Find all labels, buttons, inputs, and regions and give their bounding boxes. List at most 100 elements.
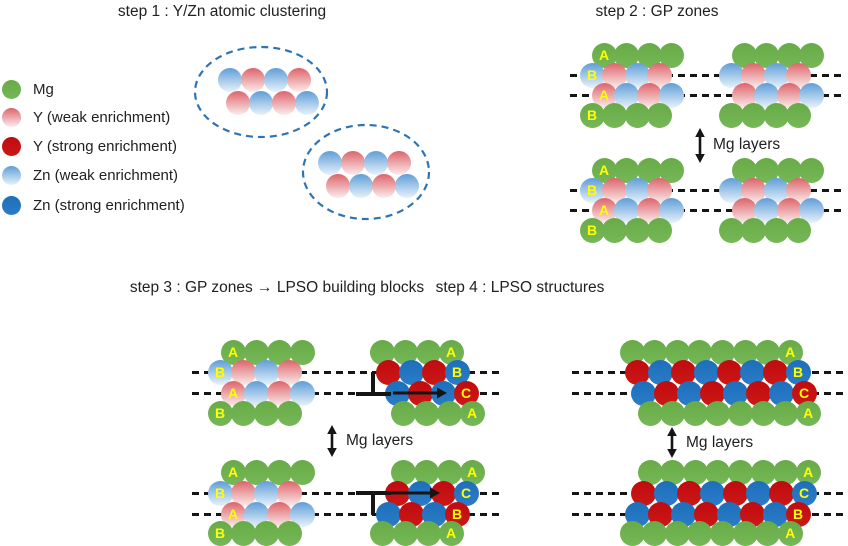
atom-circle-g (642, 520, 668, 546)
atom-circle-g (436, 459, 462, 485)
atom-circle-zs: C (453, 480, 479, 506)
atom-circle-yw (230, 359, 256, 385)
atom-circle-g (741, 102, 766, 128)
stacking-label: B (214, 405, 226, 421)
atom-circle-g (664, 520, 690, 546)
stacking-label: C (798, 385, 810, 401)
atom-circle-ys (670, 359, 696, 385)
atom-circle-g (602, 217, 627, 243)
atom-circle-zs (739, 359, 765, 385)
atom-circle-g (413, 459, 439, 485)
atom-circle-g (773, 459, 799, 485)
stacking-label: B (586, 182, 598, 198)
stacking-label: C (460, 485, 472, 501)
atom-circle-zw (249, 91, 273, 115)
atom-circle-zs (699, 480, 725, 506)
stacking-label: B (451, 506, 463, 522)
atom-circle-g (289, 459, 315, 485)
stacking-label: B (586, 67, 598, 83)
stacking-label: C (460, 385, 472, 401)
legend-swatch-zs (2, 196, 21, 215)
stacking-label: A (785, 525, 796, 541)
atom-circle-g (637, 459, 663, 485)
stacking-plane-dashed-line (570, 93, 843, 97)
atom-circle-yw (272, 91, 296, 115)
legend-swatch-ys (2, 137, 21, 156)
stacking-label: A (598, 202, 610, 218)
atom-circle-g: A (795, 400, 821, 426)
atom-circle-ys (375, 359, 401, 385)
step1-title: step 1 : Y/Zn atomic clustering (117, 3, 327, 20)
stacking-plane-dashed-line (570, 73, 843, 77)
atom-circle-zw (395, 174, 419, 198)
atom-circle-g: A (438, 520, 464, 546)
atom-circle-g: B (579, 102, 605, 128)
atom-circle-g (390, 459, 416, 485)
atom-circle-zs (647, 359, 673, 385)
stacking-label: A (803, 405, 814, 421)
atom-circle-yw (241, 68, 265, 92)
atom-circle-g: A (220, 459, 246, 485)
atom-circle-zw: B (579, 62, 605, 88)
atom-circle-g (763, 102, 789, 128)
dislocation-symbol-bar (356, 392, 391, 396)
atom-circle-g (709, 520, 735, 546)
atom-circle-ys (722, 480, 748, 506)
atom-circle-g (415, 520, 441, 546)
stacking-label: B (792, 364, 804, 380)
atom-circle-g (276, 520, 302, 546)
atom-circle-g (230, 520, 256, 546)
shear-arrow-icon (390, 487, 440, 499)
atom-circle-zs (653, 480, 679, 506)
atom-circle-zw (318, 151, 342, 175)
stacking-plane-dashed-line (192, 370, 503, 374)
cluster-ellipse (301, 123, 431, 221)
atom-circle-g: A (795, 459, 821, 485)
stacking-label: A (598, 162, 610, 178)
atom-circle-zw (264, 68, 288, 92)
atom-circle-zw (349, 174, 373, 198)
atom-circle-g (266, 459, 292, 485)
atom-circle-yw (387, 151, 411, 175)
atom-circle-g (243, 459, 269, 485)
atom-circle-g: A (777, 520, 803, 546)
atom-circle-zw (218, 68, 242, 92)
atom-circle-zs (693, 359, 719, 385)
atom-circle-zw (253, 359, 279, 385)
atom-circle-g (369, 520, 395, 546)
atom-circle-zs (745, 480, 771, 506)
atom-circle-g (602, 102, 627, 128)
atom-circle-ys (762, 359, 788, 385)
stacking-label: A (598, 47, 610, 63)
stacking-label: C (798, 485, 810, 501)
stacking-plane-dashed-line (570, 188, 843, 192)
atom-circle-g: A (459, 459, 485, 485)
atom-circle-g (786, 102, 811, 128)
atom-circle-g (624, 217, 650, 243)
stacking-label: B (586, 107, 598, 123)
double-arrow-icon (327, 425, 337, 457)
atom-circle-g (253, 400, 279, 426)
atom-circle-g: B (207, 400, 233, 426)
atom-circle-g (727, 400, 753, 426)
atom-circle-g (741, 217, 766, 243)
stacking-plane-dashed-line (192, 512, 503, 516)
stacking-label: B (214, 364, 226, 380)
atom-circle-ys (676, 480, 702, 506)
atom-circle-ys (768, 480, 794, 506)
atom-circle-yw (230, 480, 256, 506)
atom-circle-g (647, 217, 672, 243)
atom-circle-yw (276, 480, 302, 506)
shear-arrow-icon (393, 387, 447, 399)
stacking-label: A (227, 344, 239, 360)
stacking-label: A (227, 464, 239, 480)
atom-circle-yw (287, 68, 311, 92)
atom-circle-g (750, 400, 776, 426)
stacking-label: A (803, 464, 814, 480)
atom-circle-ys (624, 359, 650, 385)
stacking-label: B (451, 364, 463, 380)
atom-circle-ys (716, 359, 742, 385)
atom-circle-g (786, 217, 811, 243)
atom-circle-zw: B (207, 480, 233, 506)
atom-circle-g (763, 217, 789, 243)
